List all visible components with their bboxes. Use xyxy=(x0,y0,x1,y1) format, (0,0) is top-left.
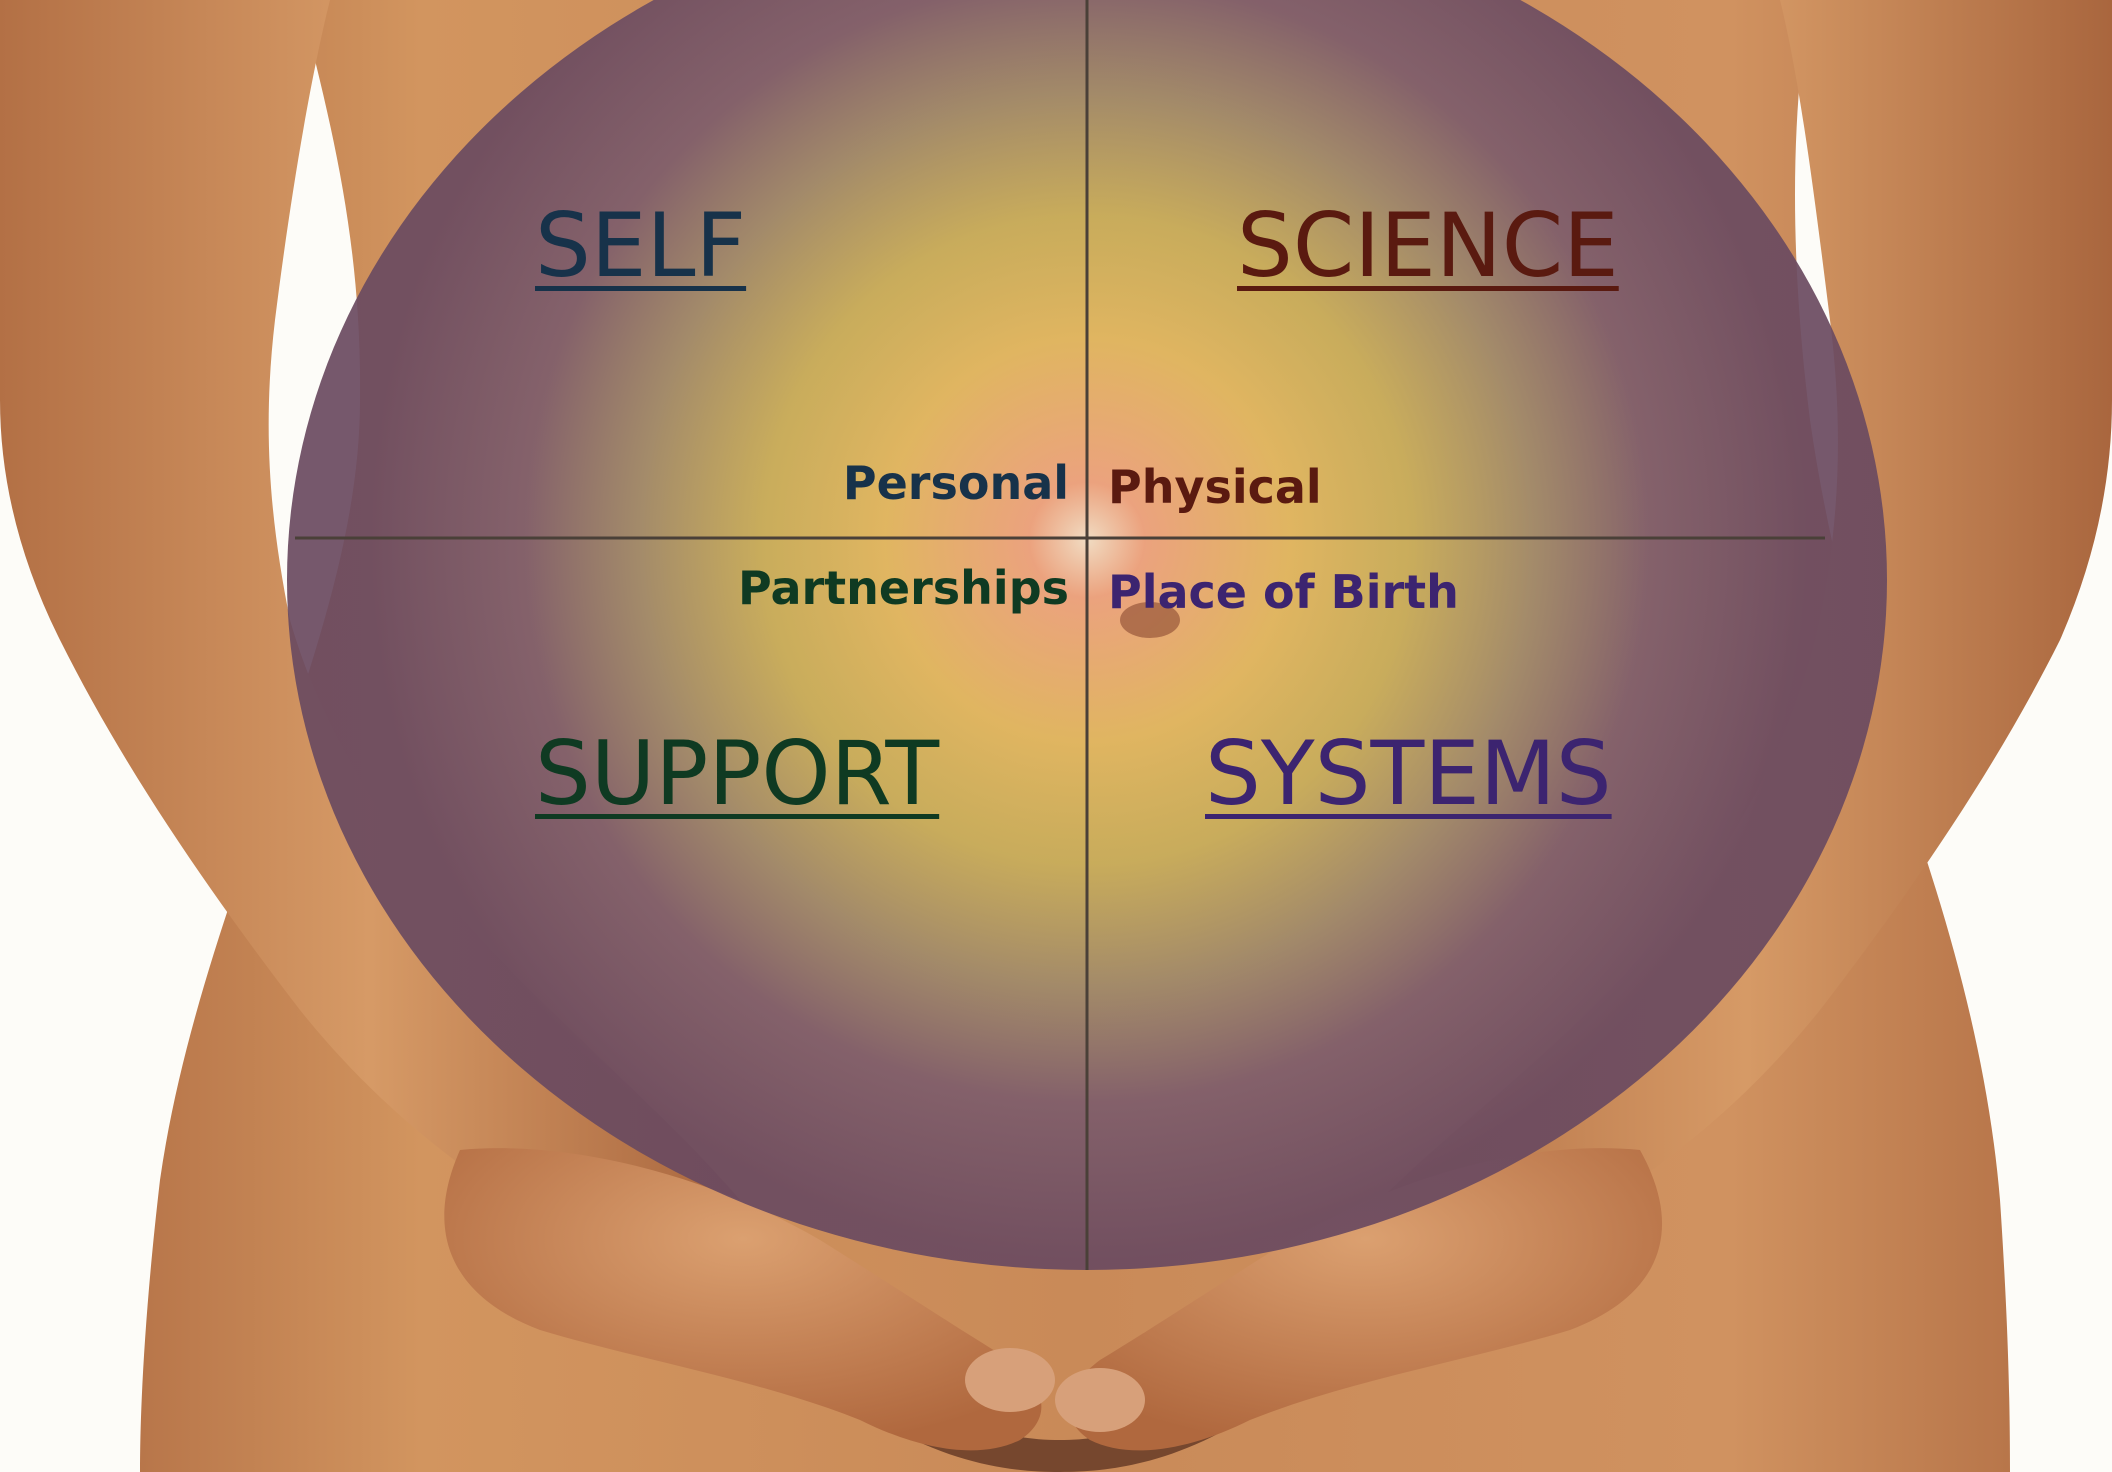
support-title: SUPPORT xyxy=(535,730,939,818)
place-of-birth-label: Place of Birth xyxy=(1108,569,1459,615)
right-thumb xyxy=(1055,1368,1145,1432)
science-title: SCIENCE xyxy=(1237,202,1619,290)
partnerships-label: Partnerships xyxy=(738,565,1069,611)
physical-label: Physical xyxy=(1108,464,1322,510)
left-thumb xyxy=(965,1348,1055,1412)
personal-label: Personal xyxy=(843,460,1069,506)
systems-title: SYSTEMS xyxy=(1205,730,1612,818)
self-title: SELF xyxy=(535,202,746,290)
